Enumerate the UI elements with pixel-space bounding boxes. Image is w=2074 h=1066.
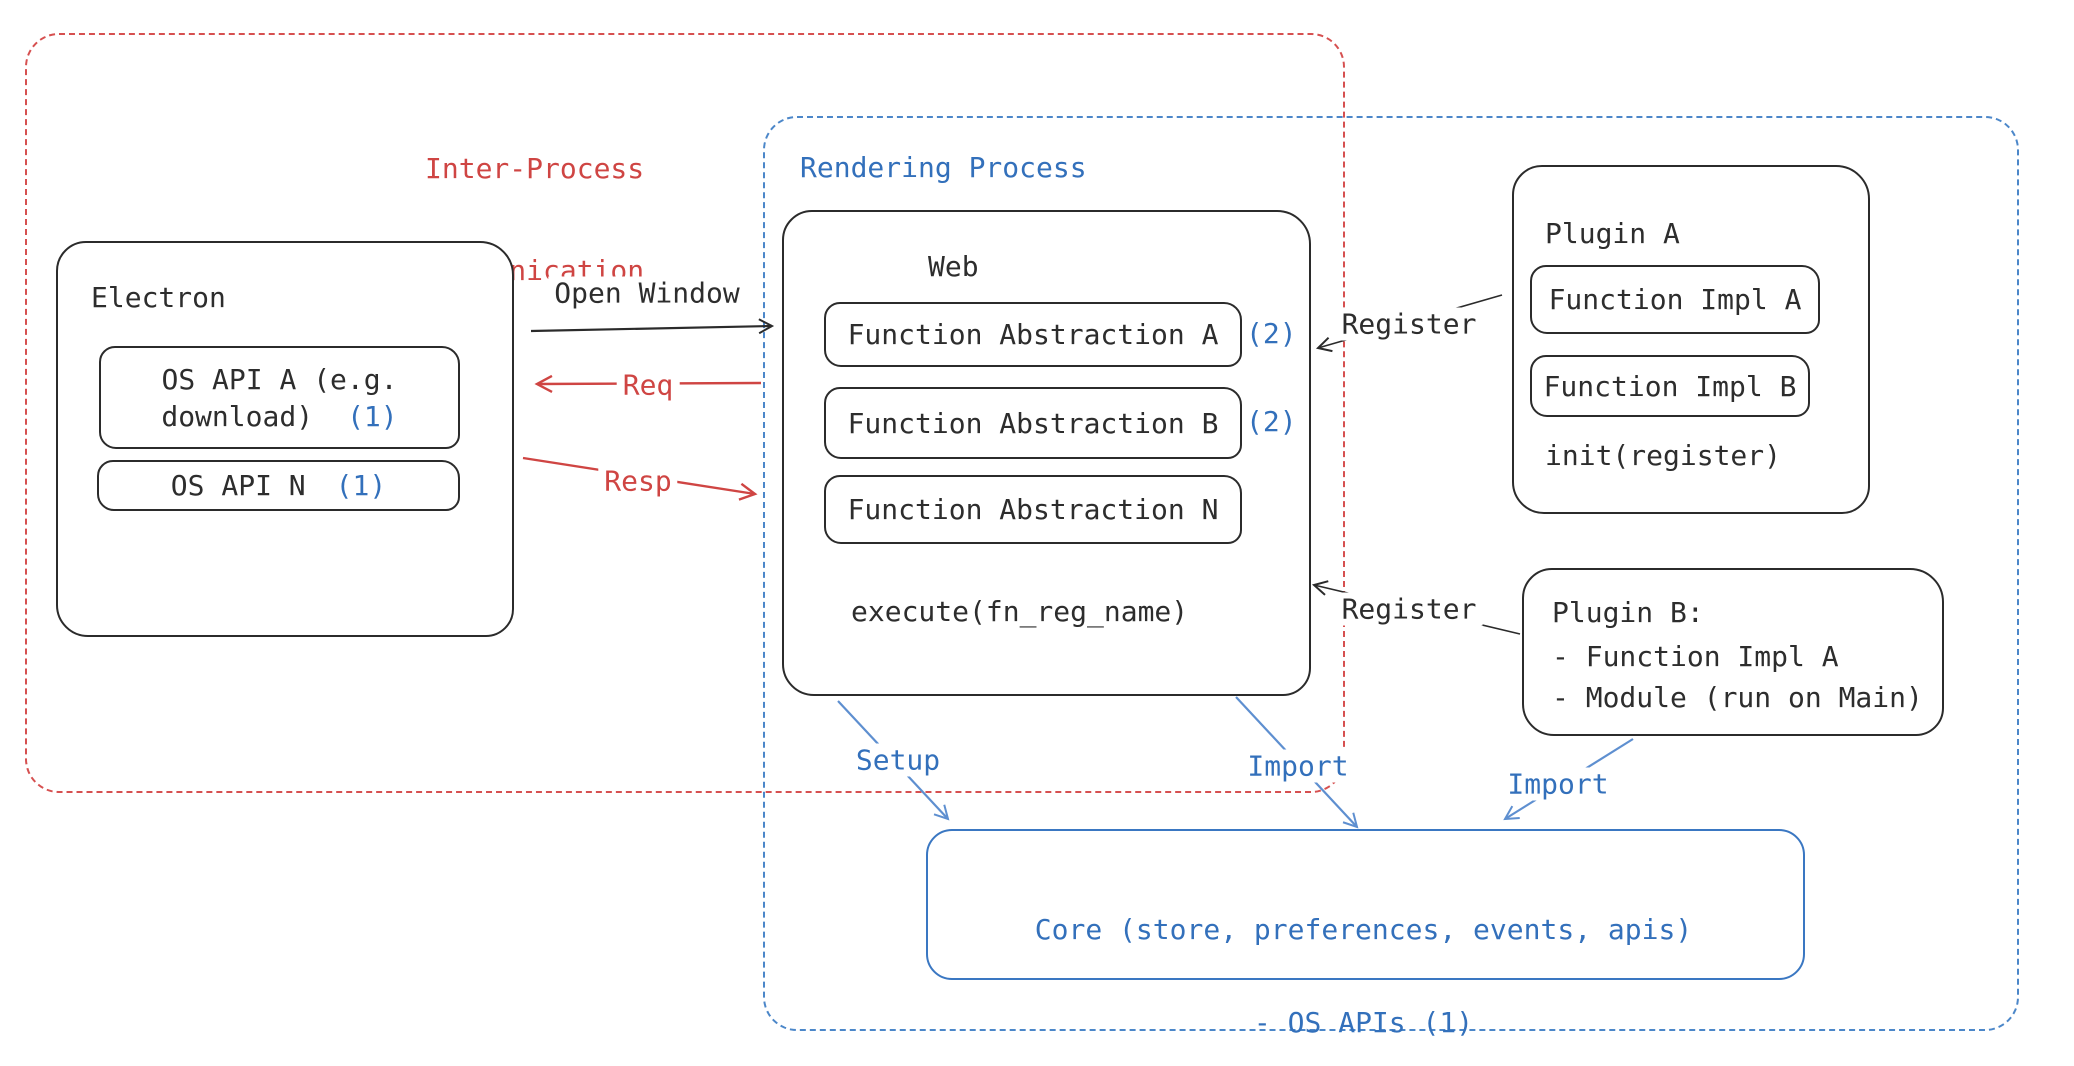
setup-label: Setup: [849, 743, 947, 777]
function-abstraction-n-label: Function Abstraction N: [847, 493, 1219, 526]
function-abstraction-b-label: Function Abstraction B: [847, 406, 1219, 440]
rendering-process-group-box: [763, 116, 2019, 1031]
register-top-label: Register: [1335, 307, 1483, 341]
import-web-label: Import: [1241, 749, 1355, 783]
plugin-a-title: Plugin A: [1545, 217, 1680, 250]
plugin-a-box: [1512, 165, 1870, 514]
function-impl-a-label: Function Impl A: [1548, 283, 1802, 316]
function-abstraction-b-badge: (2): [1246, 405, 1297, 438]
core-line1: Core (store, preferences, events, apis): [1034, 913, 1693, 946]
os-api-n-line: OS API N(1): [170, 469, 387, 502]
import-plugin-b-label: Import: [1501, 767, 1615, 801]
function-abstraction-a-label: Function Abstraction A: [847, 318, 1219, 351]
core-text: Core (store, preferences, events, apis) …: [926, 852, 1801, 1066]
os-api-n-box: OS API N(1): [97, 460, 460, 511]
plugin-a-init-text: init(register): [1545, 439, 1782, 472]
resp-label: Resp: [598, 464, 678, 498]
os-api-a-badge: (1): [347, 399, 398, 433]
open-window-label: Open Window: [548, 276, 746, 310]
ipc-label-line1: Inter-Process: [425, 152, 645, 185]
web-title: Web: [928, 250, 979, 283]
os-api-n-badge: (1): [335, 469, 387, 502]
function-impl-b-label: Function Impl B: [1543, 369, 1797, 403]
function-abstraction-n-box: Function Abstraction N: [824, 475, 1242, 544]
os-api-a-box: OS API A (e.g. download)(1): [99, 346, 460, 449]
core-box: [926, 829, 1805, 980]
os-api-a-line1: OS API A (e.g.: [161, 362, 398, 396]
ipc-group-box: [25, 33, 1345, 793]
plugin-b-line1: Plugin B:: [1552, 596, 1704, 629]
function-impl-b-box: Function Impl B: [1530, 355, 1810, 417]
req-label: Req: [616, 368, 680, 402]
execute-text: execute(fn_reg_name): [851, 595, 1189, 628]
electron-title: Electron: [91, 281, 226, 314]
function-abstraction-a-badge: (2): [1246, 317, 1297, 350]
function-impl-a-box: Function Impl A: [1530, 265, 1820, 334]
plugin-b-line3: - Module (run on Main): [1552, 681, 1923, 714]
register-bottom-label: Register: [1335, 592, 1483, 626]
function-abstraction-b-box: Function Abstraction B: [824, 387, 1242, 459]
function-abstraction-a-box: Function Abstraction A: [824, 302, 1242, 367]
core-line2: - OS APIs (1): [1253, 1006, 1474, 1039]
plugin-b-line2: - Function Impl A: [1552, 640, 1839, 673]
rendering-process-label: Rendering Process: [800, 151, 1087, 184]
os-api-a-line2: download)(1): [161, 399, 398, 433]
plugin-b-box: [1522, 568, 1944, 736]
